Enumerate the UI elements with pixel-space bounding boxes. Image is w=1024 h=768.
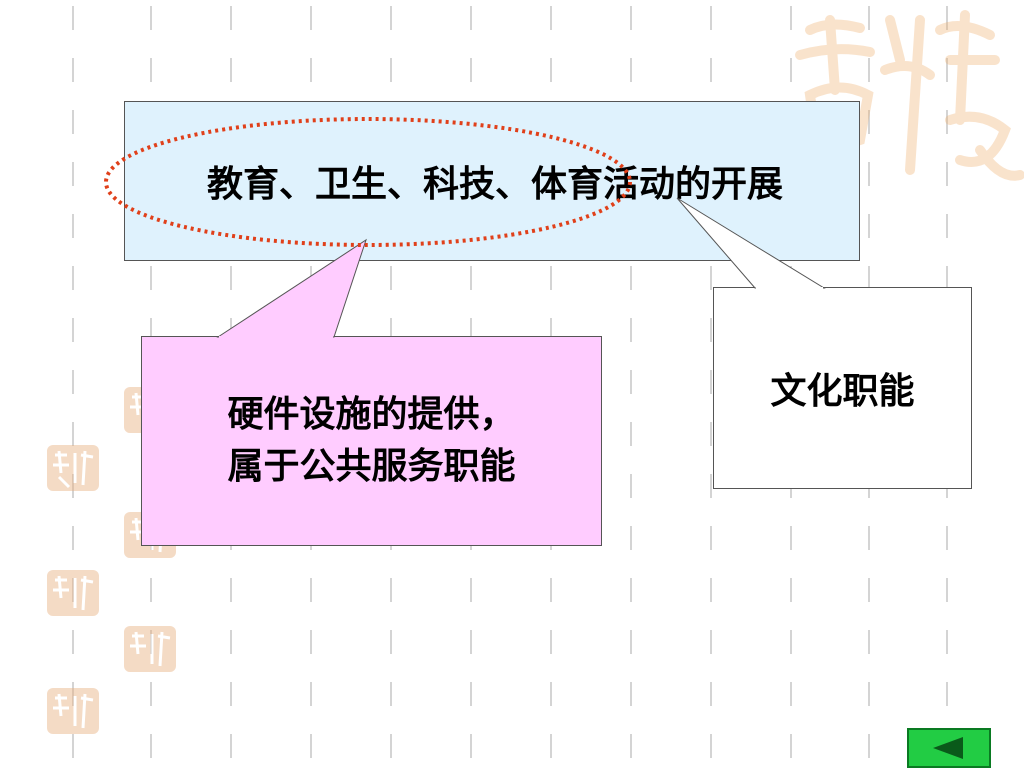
seal-watermark-icon bbox=[47, 688, 99, 734]
hardware-line-1: 硬件设施的提供， bbox=[227, 394, 516, 435]
culture-text: 文化职能 bbox=[770, 371, 915, 412]
hardware-line-2: 属于公共服务职能 bbox=[227, 446, 516, 487]
calligraphy-watermark-icon bbox=[795, 10, 1024, 181]
seal-watermark-icon bbox=[47, 445, 99, 491]
hardware-callout: 硬件设施的提供， 属于公共服务职能 bbox=[141, 336, 602, 546]
topic-text: 教育、卫生、科技、体育活动的开展 bbox=[206, 164, 783, 205]
seal-watermark-icon bbox=[47, 570, 99, 616]
seal-watermark-icon bbox=[124, 626, 176, 672]
culture-callout: 文化职能 bbox=[713, 287, 972, 489]
back-nav-button[interactable] bbox=[907, 728, 991, 768]
topic-box: 教育、卫生、科技、体育活动的开展 bbox=[124, 101, 860, 261]
back-arrow-icon bbox=[933, 737, 963, 759]
